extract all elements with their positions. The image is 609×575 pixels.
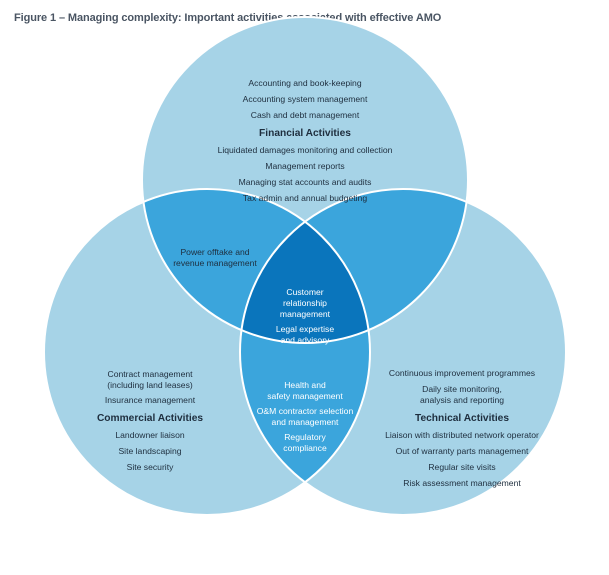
center-item: and advisory	[281, 335, 330, 345]
financial-heading: Financial Activities	[259, 128, 351, 139]
technical-text: Continuous improvement programmes Daily …	[385, 368, 539, 488]
financial-item: Accounting system management	[243, 94, 368, 104]
overlap-ct-item: safety management	[267, 391, 343, 401]
overlap-ct-item: Regulatory	[284, 432, 326, 442]
overlap-center	[240, 189, 370, 343]
overlap-ct-item: Health and	[284, 380, 326, 390]
financial-item: Management reports	[265, 161, 344, 171]
center-item: Customer	[286, 287, 323, 297]
commercial-item: Landowner liaison	[115, 430, 184, 440]
technical-item: Risk assessment management	[403, 478, 521, 488]
commercial-item: Site landscaping	[118, 446, 181, 456]
financial-item: Accounting and book-keeping	[248, 78, 361, 88]
center-item: relationship	[283, 298, 327, 308]
center-text: Customer relationship management Legal e…	[276, 287, 335, 345]
financial-item: Managing stat accounts and audits	[239, 177, 372, 187]
financial-item: Tax admin and annual budgeting	[243, 193, 367, 203]
overlap-fc-item: Power offtake and	[180, 247, 249, 257]
technical-item: Regular site visits	[428, 462, 495, 472]
overlap-fc-item: revenue management	[173, 258, 257, 268]
overlap-ct-item: O&M contractor selection	[257, 406, 354, 416]
commercial-item: Site security	[127, 462, 175, 472]
commercial-item: Contract management	[107, 369, 193, 379]
commercial-heading: Commercial Activities	[97, 413, 203, 424]
outline-commercial	[43, 188, 371, 516]
outline-technical	[239, 188, 567, 516]
outline-financial	[141, 16, 469, 344]
technical-item: analysis and reporting	[420, 395, 504, 405]
overlap-ct-text: Health and safety management O&M contrac…	[257, 380, 354, 453]
overlap-ct-item: compliance	[283, 443, 327, 453]
financial-item: Cash and debt management	[251, 110, 360, 120]
commercial-text: Contract management (including land leas…	[97, 369, 203, 472]
overlap-ct-item: and management	[272, 417, 339, 427]
technical-item: Out of warranty parts management	[396, 446, 529, 456]
technical-item: Continuous improvement programmes	[389, 368, 535, 378]
technical-item: Daily site monitoring,	[422, 384, 502, 394]
technical-item: Liaison with distributed network operato…	[385, 430, 539, 440]
center-item: management	[280, 309, 331, 319]
center-item: Legal expertise	[276, 324, 335, 334]
financial-text: Accounting and book-keeping Accounting s…	[218, 78, 393, 203]
financial-item: Liquidated damages monitoring and collec…	[218, 145, 393, 155]
technical-heading: Technical Activities	[415, 413, 509, 424]
commercial-item: (including land leases)	[107, 380, 193, 390]
commercial-item: Insurance management	[105, 395, 196, 405]
overlap-fc-text: Power offtake and revenue management	[173, 247, 257, 268]
